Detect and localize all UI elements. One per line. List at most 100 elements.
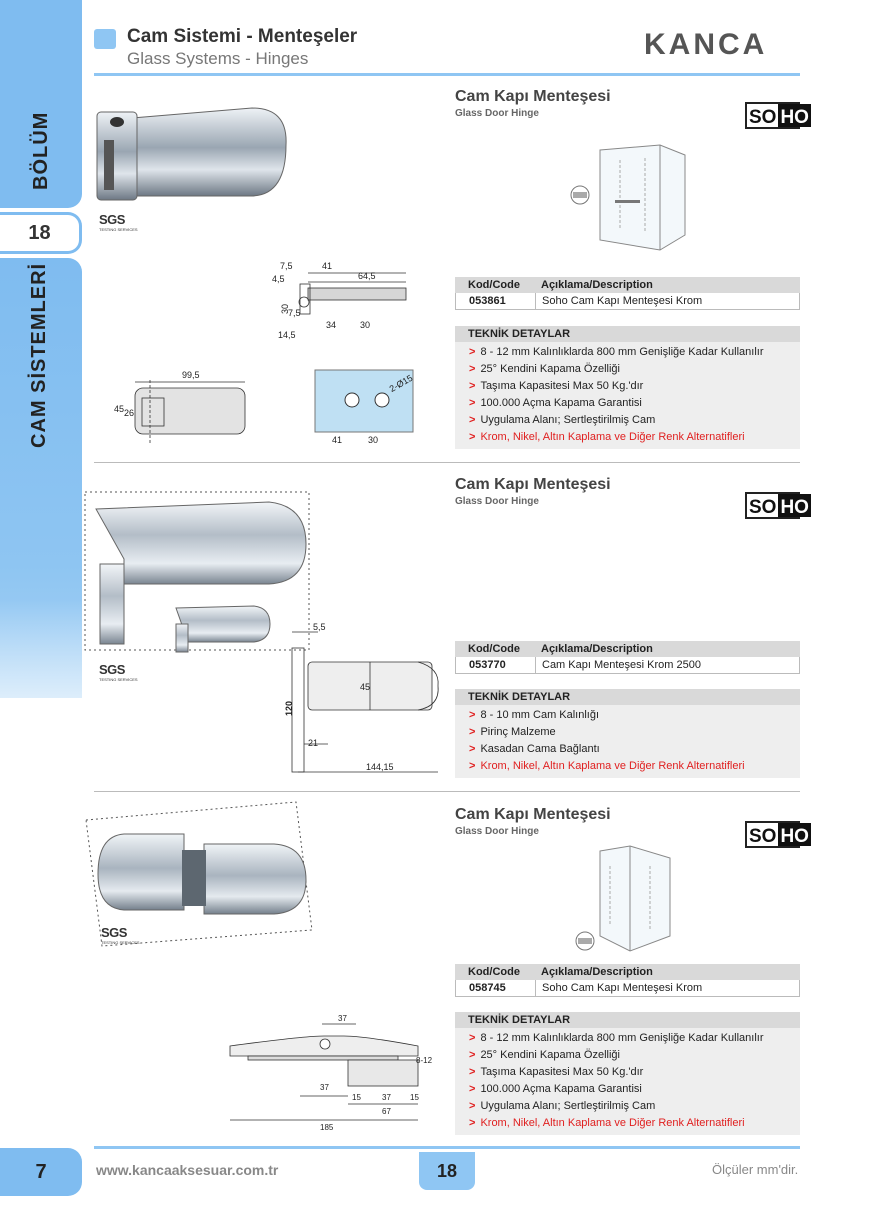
header-square-icon xyxy=(94,29,116,49)
svg-text:45: 45 xyxy=(360,682,370,692)
description-header: Açıklama/Description xyxy=(541,643,653,655)
list-item: >25° Kendini Kapama Özelliği xyxy=(469,363,620,375)
product-1-subtitle: Glass Door Hinge xyxy=(455,108,539,119)
list-item: >8 - 12 mm Kalınlıklarda 800 mm Genişliğ… xyxy=(469,346,764,358)
product-description: Cam Kapı Menteşesi Krom 2500 xyxy=(542,659,701,671)
product-3-title: Cam Kapı Menteşesi xyxy=(455,806,611,823)
product-3-subtitle: Glass Door Hinge xyxy=(455,826,539,837)
list-item: >Krom, Nikel, Altın Kaplama ve Diğer Ren… xyxy=(469,431,745,443)
website-link[interactable]: www.kancaaksesuar.com.tr xyxy=(96,1162,279,1178)
list-item: >100.000 Açma Kapama Garantisi xyxy=(469,1083,642,1095)
arrow-icon: > xyxy=(469,1083,476,1095)
arrow-icon: > xyxy=(469,1049,476,1061)
svg-text:41: 41 xyxy=(332,435,342,445)
svg-text:34: 34 xyxy=(326,320,336,330)
svg-text:67: 67 xyxy=(382,1107,391,1116)
code-header: Kod/Code xyxy=(468,966,520,978)
svg-text:30: 30 xyxy=(368,435,378,445)
list-item: >8 - 12 mm Kalınlıklarda 800 mm Genişliğ… xyxy=(469,1032,764,1044)
arrow-icon: > xyxy=(469,726,476,738)
list-item: >Uygulama Alanı; Sertleştirilmiş Cam xyxy=(469,1100,656,1112)
arrow-icon: > xyxy=(469,1100,476,1112)
page-number-left: 7 xyxy=(0,1148,82,1196)
arrow-icon: > xyxy=(469,709,476,721)
technical-drawing-2: 5,5 45 120 21 144,15 xyxy=(284,622,439,773)
product-code: 053770 xyxy=(456,657,536,673)
svg-text:7,5: 7,5 xyxy=(288,308,301,318)
arrow-icon: > xyxy=(469,431,476,443)
table-row: 053861 Soho Cam Kapı Menteşesi Krom xyxy=(455,293,800,310)
product-code: 058745 xyxy=(456,980,536,996)
glass-hole-drawing: 2-Ø15 41 30 xyxy=(314,369,414,445)
arrow-icon: > xyxy=(469,363,476,375)
list-item: >Pirinç Malzeme xyxy=(469,726,556,738)
units-note: Ölçüler mm'dir. xyxy=(712,1162,799,1177)
list-item: >100.000 Açma Kapama Garantisi xyxy=(469,397,642,409)
list-item: >25° Kendini Kapama Özelliği xyxy=(469,1049,620,1061)
svg-text:15: 15 xyxy=(410,1093,419,1102)
technical-drawing-1: 7,5 41 4,5 64,5 30 7,5 34 30 14,5 xyxy=(272,261,407,340)
technical-drawing-3: 37 8-12 37 15 37 15 67 185 xyxy=(229,1014,433,1132)
tech-details-title: TEKNİK DETAYLAR xyxy=(455,1012,800,1028)
shower-cabin-illustration xyxy=(575,845,671,952)
description-header: Açıklama/Description xyxy=(541,966,653,978)
svg-text:4,5: 4,5 xyxy=(272,274,285,284)
svg-text:8-12: 8-12 xyxy=(416,1056,433,1065)
product-3-photo xyxy=(85,801,313,947)
list-item: >8 - 10 mm Cam Kalınlığı xyxy=(469,709,600,721)
svg-text:26: 26 xyxy=(124,408,134,418)
arrow-icon: > xyxy=(469,743,476,755)
list-item: >Uygulama Alanı; Sertleştirilmiş Cam xyxy=(469,414,656,426)
svg-text:144,15: 144,15 xyxy=(366,762,394,772)
product-description: Soho Cam Kapı Menteşesi Krom xyxy=(542,982,703,994)
svg-text:64,5: 64,5 xyxy=(358,271,376,281)
product-1-title: Cam Kapı Menteşesi xyxy=(455,88,611,105)
svg-text:15: 15 xyxy=(352,1093,361,1102)
product-2-tech-details: TEKNİK DETAYLAR >8 - 10 mm Cam Kalınlığı… xyxy=(455,689,800,778)
arrow-icon: > xyxy=(469,1117,476,1129)
section-sidebar: BÖLÜM 18 CAM SİSTEMLERİ 7 xyxy=(0,0,82,1214)
product-1-tech-details: TEKNİK DETAYLAR >8 - 12 mm Kalınlıklarda… xyxy=(455,326,800,449)
list-item: >Taşıma Kapasitesi Max 50 Kg.'dır xyxy=(469,1066,644,1078)
technical-drawing-1-side: 99,5 45 26 xyxy=(114,370,246,444)
description-header: Açıklama/Description xyxy=(541,279,653,291)
arrow-icon: > xyxy=(469,760,476,772)
svg-text:14,5: 14,5 xyxy=(278,330,296,340)
code-header: Kod/Code xyxy=(468,279,520,291)
product-code: 053861 xyxy=(456,293,536,309)
product-1-photo xyxy=(96,107,287,201)
list-item: >Taşıma Kapasitesi Max 50 Kg.'dır xyxy=(469,380,644,392)
arrow-icon: > xyxy=(469,346,476,358)
svg-text:30: 30 xyxy=(280,304,290,314)
svg-text:45: 45 xyxy=(114,404,124,414)
product-2-subtitle: Glass Door Hinge xyxy=(455,496,539,507)
arrow-icon: > xyxy=(469,1032,476,1044)
brand-logo: KANCA xyxy=(644,28,768,61)
product-2-photo xyxy=(84,491,310,653)
arrow-icon: > xyxy=(469,414,476,426)
svg-text:37: 37 xyxy=(338,1014,347,1023)
category-label: CAM SİSTEMLERİ xyxy=(28,262,50,448)
section-divider xyxy=(94,791,800,792)
tech-details-title: TEKNİK DETAYLAR xyxy=(455,326,800,342)
sidebar-top-tab xyxy=(0,0,82,208)
arrow-icon: > xyxy=(469,397,476,409)
svg-text:5,5: 5,5 xyxy=(313,622,326,632)
svg-text:99,5: 99,5 xyxy=(182,370,200,380)
svg-text:7,5: 7,5 xyxy=(280,261,293,271)
list-item: >Kasadan Cama Bağlantı xyxy=(469,743,600,755)
arrow-icon: > xyxy=(469,380,476,392)
list-item: >Krom, Nikel, Altın Kaplama ve Diğer Ren… xyxy=(469,1117,745,1129)
list-item: >Krom, Nikel, Altın Kaplama ve Diğer Ren… xyxy=(469,760,745,772)
svg-text:37: 37 xyxy=(382,1093,391,1102)
svg-text:37: 37 xyxy=(320,1083,329,1092)
page-number: 18 xyxy=(419,1152,475,1190)
footer-divider xyxy=(94,1146,800,1149)
product-3-code-table: Kod/Code Açıklama/Description 058745 Soho … xyxy=(455,964,800,997)
section-number: 18 xyxy=(0,212,82,254)
product-description: Soho Cam Kapı Menteşesi Krom xyxy=(542,295,703,307)
